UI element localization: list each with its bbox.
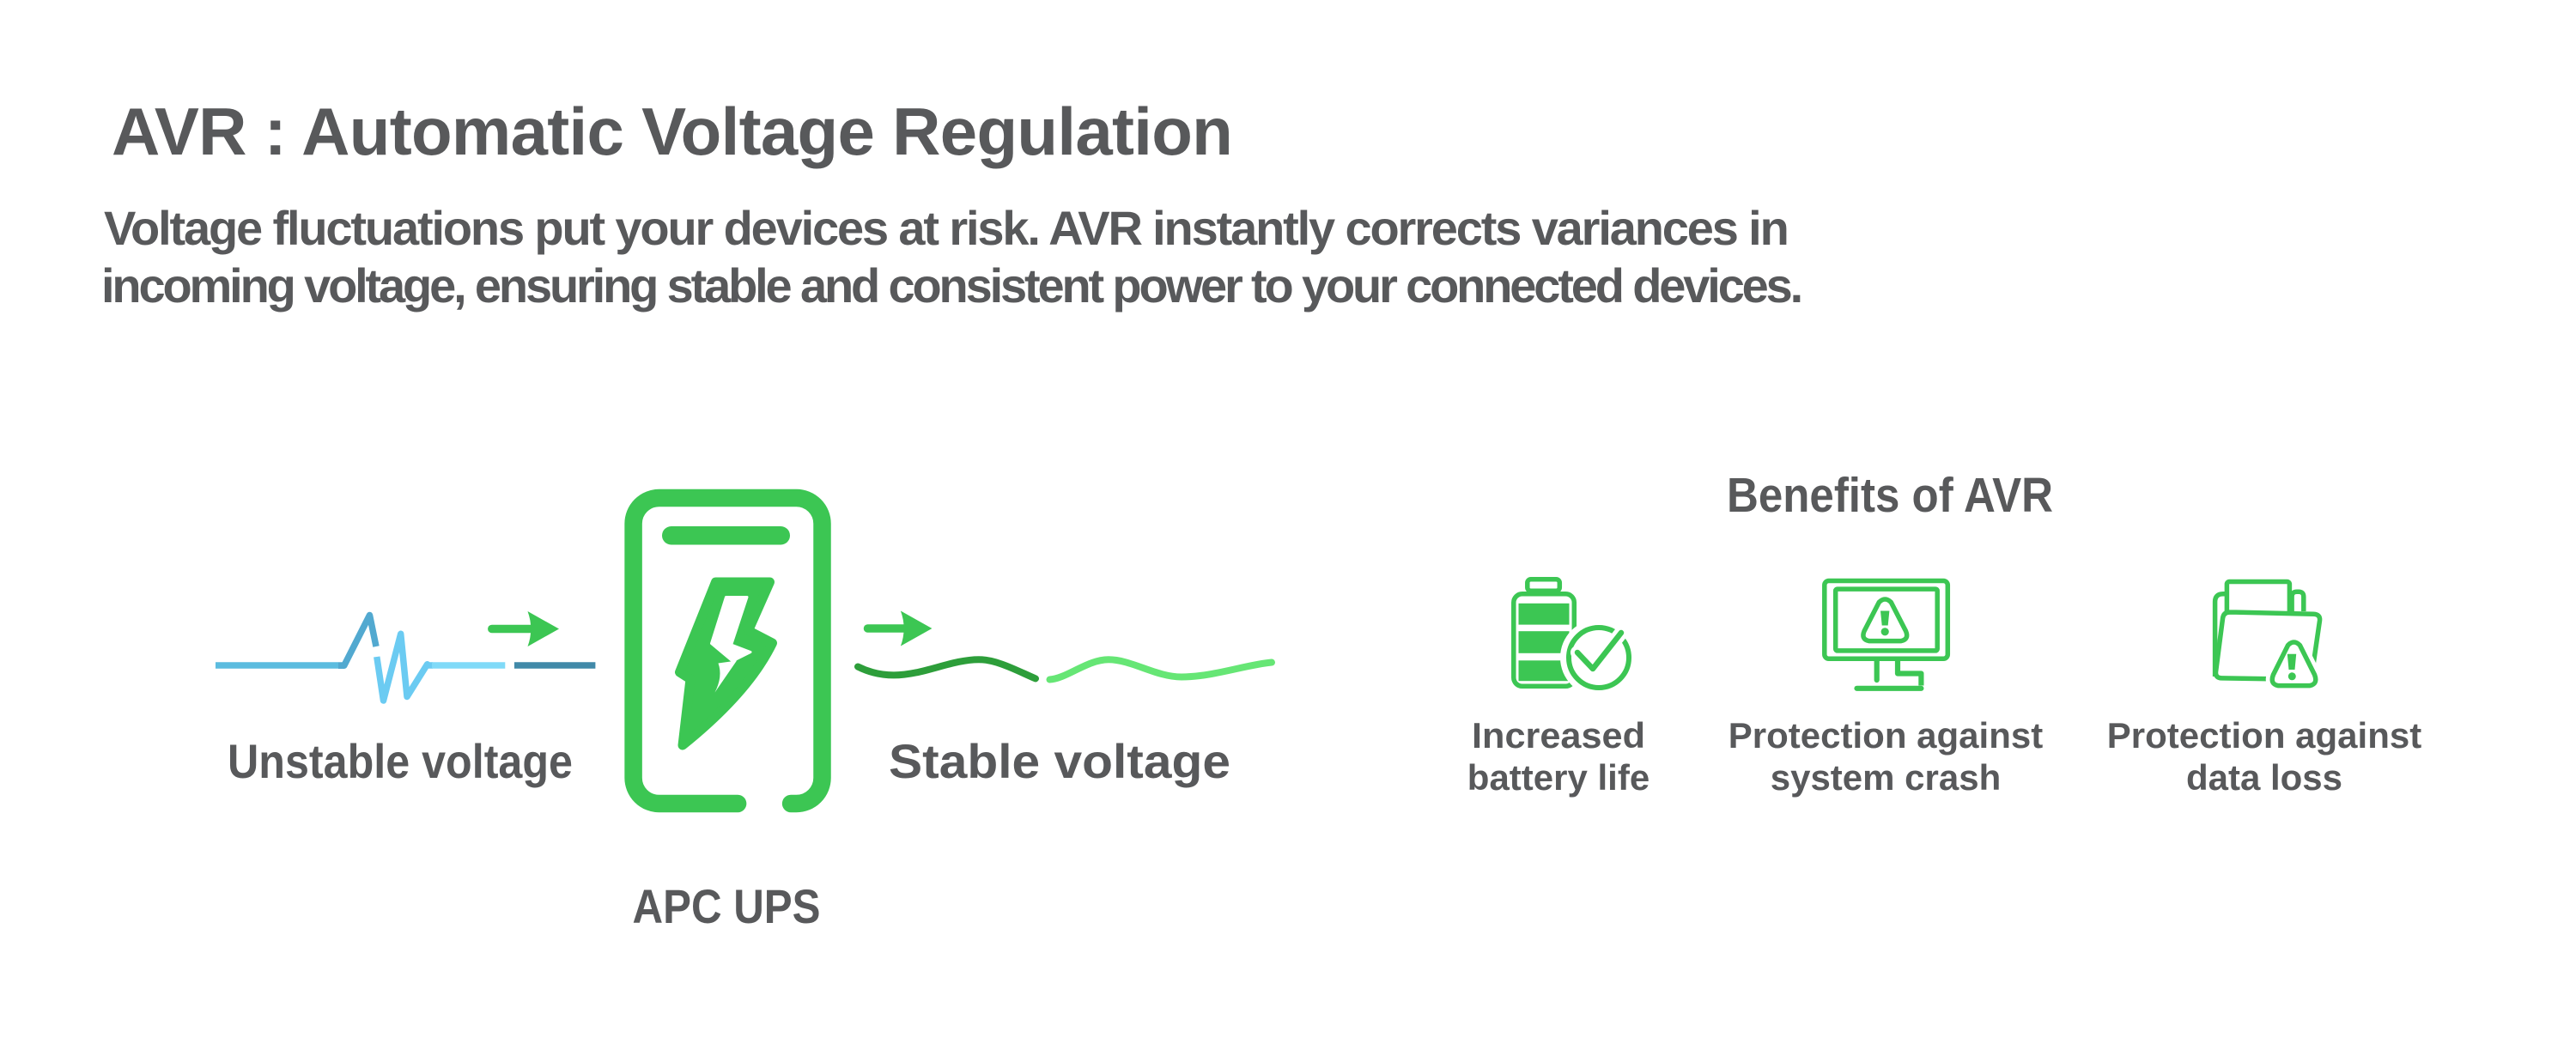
svg-text:Unstable voltage: Unstable voltage <box>228 734 573 788</box>
svg-text:APC UPS: APC UPS <box>633 879 821 933</box>
svg-text:AVR : Automatic Voltage Regula: AVR : Automatic Voltage Regulation <box>112 94 1232 169</box>
svg-text:Voltage fluctuations put your: Voltage fluctuations put your devices at… <box>104 201 1788 255</box>
svg-text:Increased: Increased <box>1472 715 1645 756</box>
svg-text:data loss: data loss <box>2186 757 2342 798</box>
svg-text:Protection against: Protection against <box>1728 715 2043 756</box>
svg-text:Stable voltage: Stable voltage <box>889 734 1230 788</box>
svg-text:system crash: system crash <box>1771 757 2002 798</box>
svg-text:incoming voltage, ensuring sta: incoming voltage, ensuring stable and co… <box>101 258 1801 313</box>
svg-text:battery life: battery life <box>1467 757 1649 798</box>
svg-text:Benefits of AVR: Benefits of AVR <box>1727 468 2053 523</box>
svg-text:Protection against: Protection against <box>2107 715 2421 756</box>
